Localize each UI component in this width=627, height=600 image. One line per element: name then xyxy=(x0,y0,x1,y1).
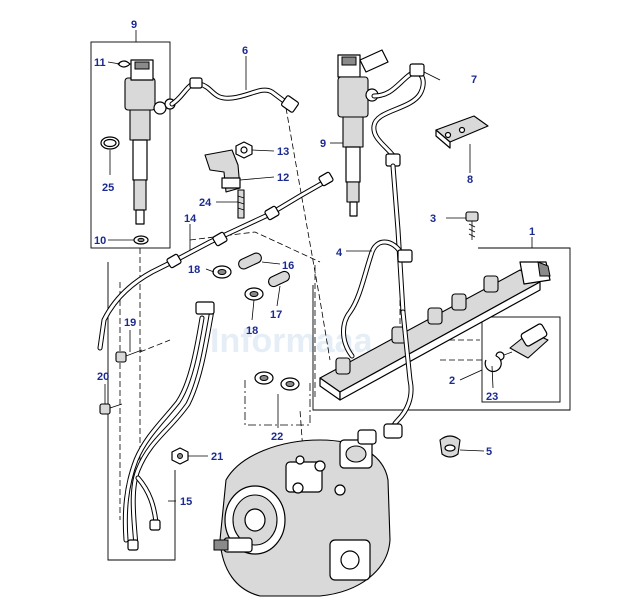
callout-11: 11 xyxy=(94,57,106,69)
rail-pipe-4 xyxy=(341,239,413,359)
injector-group-frame xyxy=(90,41,171,249)
callout-9-left: 9 xyxy=(131,19,137,31)
bracket-12 xyxy=(204,149,241,193)
clip-18-lower xyxy=(244,287,264,301)
callout-7: 7 xyxy=(471,74,477,86)
callout-18-lower: 18 xyxy=(246,325,258,337)
callout-13: 13 xyxy=(277,146,289,158)
injector-left xyxy=(124,59,176,225)
hose-16 xyxy=(238,252,262,270)
injector-right xyxy=(337,49,389,217)
callout-labels: 9 11 25 10 6 7 8 9 13 12 24 14 3 1 4 18 … xyxy=(94,19,535,508)
assembly-dash-lines xyxy=(119,107,485,520)
snap-ring-23 xyxy=(484,355,502,373)
high-pressure-pump xyxy=(213,429,391,597)
injector-pipe-7 xyxy=(371,63,426,315)
pressure-sensor-2 xyxy=(495,323,549,361)
hose-17 xyxy=(268,270,290,288)
callout-8: 8 xyxy=(467,174,473,186)
leader-lines xyxy=(104,30,533,502)
callout-3: 3 xyxy=(430,213,436,225)
leak-off-pipe-14 xyxy=(97,171,334,351)
callout-10: 10 xyxy=(94,235,106,247)
washer-10 xyxy=(133,235,149,245)
callout-12: 12 xyxy=(277,172,289,184)
return-pipe-group-frame xyxy=(107,262,176,561)
fuel-rail-group-frame xyxy=(312,247,571,411)
callout-20: 20 xyxy=(97,371,109,383)
callout-1: 1 xyxy=(529,226,535,238)
callout-5: 5 xyxy=(486,446,492,458)
fuel-rail-1 xyxy=(319,261,551,401)
callout-2: 2 xyxy=(449,375,455,387)
callout-9-right: 9 xyxy=(320,138,326,150)
bolt-20 xyxy=(99,403,123,415)
nut-21 xyxy=(171,447,189,465)
bolt-3 xyxy=(465,211,479,240)
callout-14: 14 xyxy=(184,213,197,225)
callout-6: 6 xyxy=(242,45,248,57)
injector-pipe-6 xyxy=(169,77,299,113)
sensor-subgroup-frame xyxy=(481,316,561,403)
clip-5 xyxy=(439,435,461,458)
callout-25: 25 xyxy=(102,182,114,194)
callout-15: 15 xyxy=(180,496,192,508)
callout-4: 4 xyxy=(336,247,343,259)
callout-17: 17 xyxy=(270,309,282,321)
callout-19: 19 xyxy=(124,317,136,329)
clip-18-upper xyxy=(212,265,232,279)
callout-16: 16 xyxy=(282,260,294,272)
callout-24: 24 xyxy=(199,197,212,209)
stud-24 xyxy=(237,189,245,219)
callout-21: 21 xyxy=(211,451,223,463)
callout-23: 23 xyxy=(486,391,498,403)
o-ring-25 xyxy=(100,136,120,150)
callout-22: 22 xyxy=(271,431,283,443)
nut-13 xyxy=(235,141,253,159)
bolt-19 xyxy=(115,349,143,363)
return-pipe-15 xyxy=(122,301,215,551)
rail-to-pump-pipe xyxy=(383,309,414,439)
clip-11 xyxy=(117,60,131,68)
clip-22 xyxy=(254,371,300,391)
pipe-clip-8 xyxy=(435,115,489,149)
callout-18-upper: 18 xyxy=(188,264,200,276)
